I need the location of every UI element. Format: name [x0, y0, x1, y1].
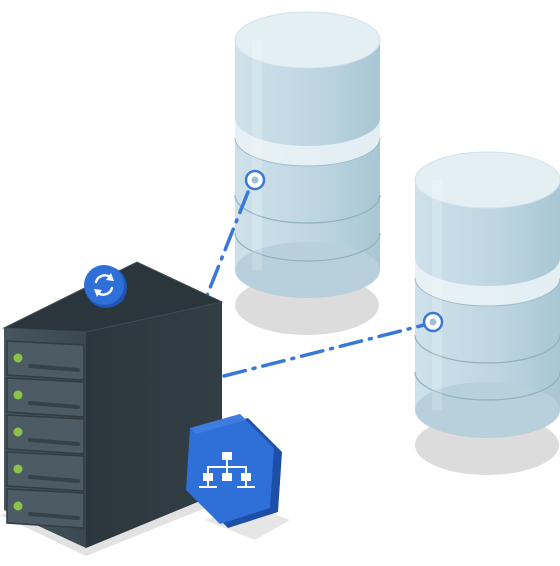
- drive-bay: [6, 451, 85, 492]
- drive-bay: [6, 340, 85, 381]
- database-cylinder-icon: [414, 151, 560, 438]
- drive-bay: [6, 414, 85, 455]
- connection-lines: [204, 190, 426, 378]
- sync-icon: [84, 265, 127, 308]
- connection-line-to-database-1: [204, 190, 250, 300]
- server-rack-icon: [2, 261, 224, 548]
- database-cylinder-icon: [234, 11, 381, 298]
- drive-bay: [6, 488, 85, 529]
- network-hierarchy-icon: [186, 414, 282, 528]
- drive-bay: [6, 377, 85, 418]
- drive-bays: [6, 340, 85, 529]
- connection-line-to-database-2: [222, 323, 426, 378]
